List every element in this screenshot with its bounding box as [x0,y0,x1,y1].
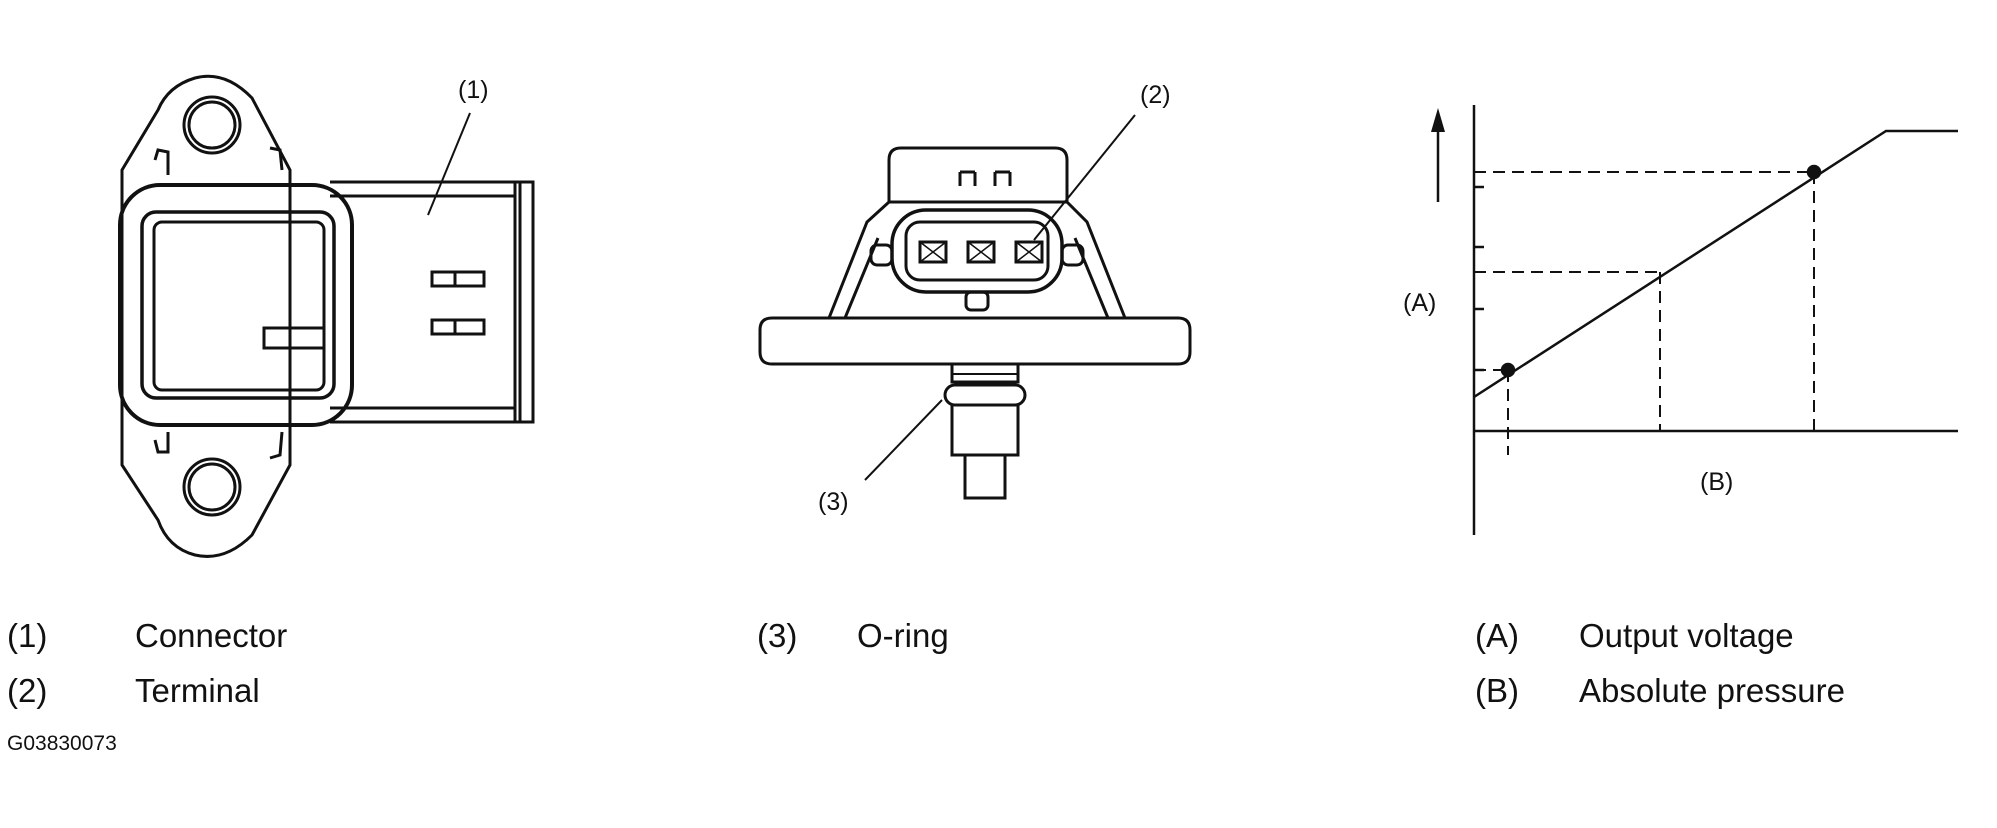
y-arrow-head [1431,108,1445,132]
connector-socket-inner [904,220,1050,282]
graph-y-label: (A) [1403,289,1436,317]
sensor-main-body [118,183,354,427]
callout-2: (2) [1140,81,1171,109]
legend-text: O-ring [857,617,949,654]
sensor-bracket [827,200,1127,319]
graph-point-high [1806,164,1822,180]
label-plate [262,326,326,350]
leader-line-3 [864,399,943,481]
sensor-top-view [118,74,535,558]
mounting-hole-bottom [182,457,242,517]
callout-1: (1) [458,76,489,104]
dashed-guides [1474,171,1815,455]
graph-x-label: (B) [1700,468,1733,496]
legend-text: Terminal [135,672,260,709]
connector-cap [887,146,1069,202]
legend-text: Absolute pressure [1579,672,1845,709]
mounting-hole-top-inner [187,100,237,150]
terminals [918,240,1044,264]
legend-number: (B) [1475,672,1519,709]
leader-line-2 [1033,114,1136,241]
legend-number: (1) [7,617,48,654]
figure-code: G03830073 [7,732,117,755]
mounting-hole-top [182,95,242,155]
leader-line-1 [427,112,471,216]
mounting-hole-bottom-inner [187,462,237,512]
graph-point-low [1500,362,1516,378]
legend-number: (3) [757,617,798,654]
connector-housing [330,180,535,424]
legend-text: Output voltage [1579,617,1794,654]
characteristic-graph [1431,105,1958,535]
legend-number: (2) [7,672,48,709]
callout-3: (3) [818,488,849,516]
legend-number: (A) [1475,617,1519,654]
characteristic-line [1473,129,1958,399]
legend-text: Connector [135,617,288,654]
o-ring [943,383,1027,407]
sensor-base-plate [758,316,1192,366]
sensor-flange [120,74,292,558]
sensor-side-view [758,114,1192,500]
